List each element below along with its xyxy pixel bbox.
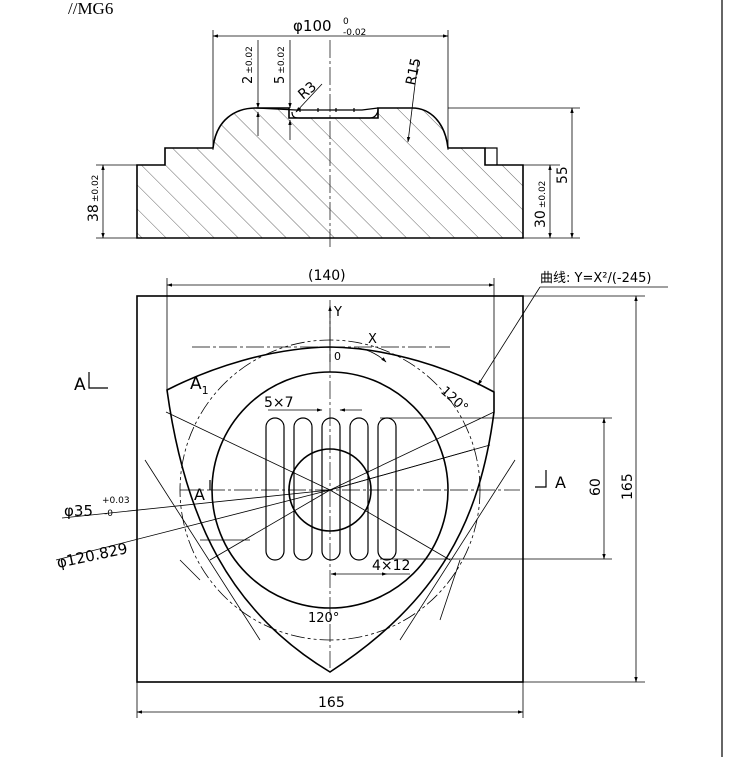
dim-tol-lower: -0.02 <box>343 28 366 38</box>
section-mark-right: A <box>555 473 566 492</box>
dim-60: 60 <box>588 478 604 496</box>
note-leader <box>477 286 541 386</box>
slot-3 <box>321 417 341 561</box>
radius-r15: R15 <box>403 57 424 87</box>
dim-165-width: 165 <box>318 695 345 711</box>
plan-view: (140) 曲线: Y=X²/(-245) Y X 0 A1 12 <box>55 268 668 718</box>
x-axis-arc <box>357 347 387 363</box>
cam-profile <box>166 346 495 673</box>
construction-line <box>144 459 261 641</box>
slot-dim: 5×7 <box>264 395 294 411</box>
section-mark-top: A <box>74 375 86 395</box>
section-slot <box>255 107 379 119</box>
outer-square <box>136 295 524 683</box>
axis-x: X <box>368 332 377 347</box>
origin-label: 0 <box>334 350 341 363</box>
dim-height-38: 38±0.02 <box>86 175 102 222</box>
angle-ray <box>329 411 495 491</box>
dim-diam-120: φ120.829 <box>55 539 129 572</box>
leader-r3 <box>295 83 323 113</box>
angle-top: 120° <box>437 384 470 416</box>
dim-tol-upper: 0 <box>343 17 349 27</box>
leader-d35 <box>329 449 473 491</box>
construction-line <box>399 459 516 641</box>
section-mark-left: A <box>194 485 205 504</box>
leader-r15 <box>406 59 419 143</box>
slot-2 <box>293 417 313 561</box>
leader-d35 <box>61 489 331 519</box>
dim-140: (140) <box>308 268 346 284</box>
dim-diam-35: φ35 <box>64 502 93 520</box>
dim-depth-2: 2±0.02 <box>241 46 256 84</box>
slot-4 <box>349 417 369 561</box>
section-view: φ100 0 -0.02 2±0.02 5±0.02 R3 R15 38±0.0… <box>86 17 580 248</box>
construction-line <box>439 559 461 621</box>
radial-line <box>209 489 331 561</box>
angle-bottom: 120° <box>308 611 339 626</box>
slot-1 <box>265 417 285 561</box>
dim-height-55: 55 <box>555 166 571 184</box>
dim-height-30: 30±0.02 <box>533 181 549 228</box>
dim-diameter-100: φ100 <box>293 17 332 35</box>
slot-pitch: 4×12 <box>372 558 410 574</box>
angle-ray <box>165 411 331 491</box>
construction-line <box>179 559 201 581</box>
dim-165-height: 165 <box>620 473 636 500</box>
dim-tol-lower: -0 <box>104 509 113 519</box>
section-step <box>485 147 498 165</box>
point-a1: A1 <box>190 374 209 397</box>
section-mark-arrow <box>88 372 108 389</box>
slot-5 <box>377 417 397 561</box>
dim-depth-5: 5±0.02 <box>273 46 288 84</box>
leader-d120 <box>55 489 331 561</box>
radius-r3: R3 <box>295 79 320 103</box>
drawing-note: //MG6 <box>68 0 113 18</box>
axis-y: Y <box>333 305 342 320</box>
section-mark-arrow <box>535 470 547 488</box>
curve-note: 曲线: Y=X²/(-245) <box>540 271 652 286</box>
radial-line <box>329 489 451 561</box>
dim-tol-upper: +0.03 <box>102 496 130 506</box>
